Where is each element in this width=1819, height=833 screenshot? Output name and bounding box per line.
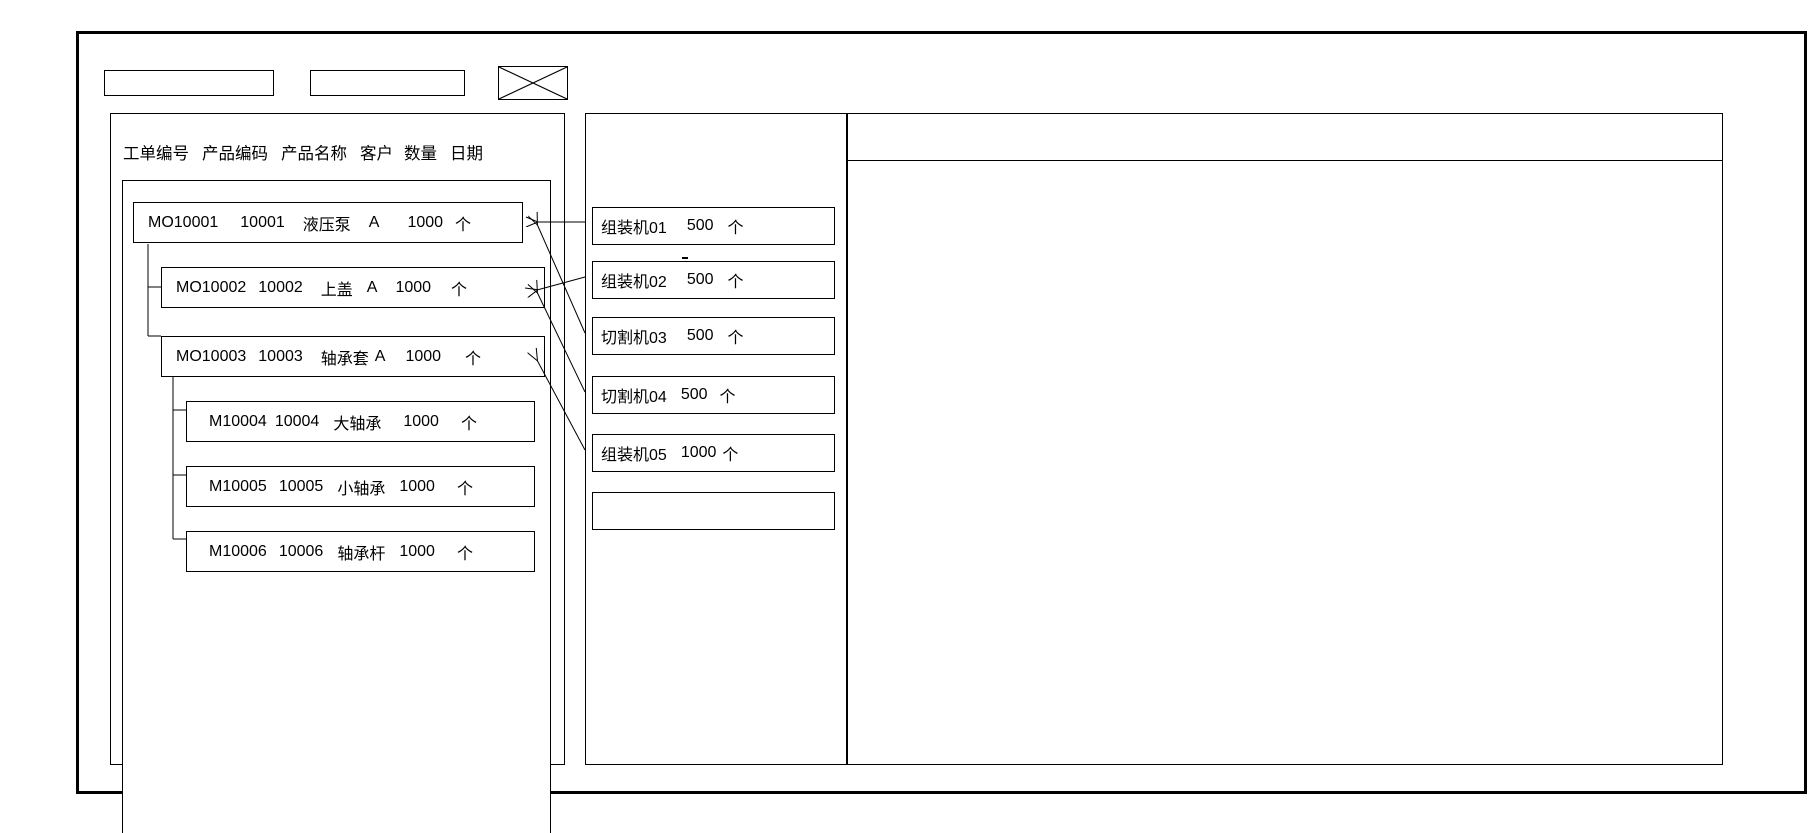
row-unit: 个	[455, 216, 472, 234]
list-item[interactable]: 组装机02 500 个	[592, 261, 835, 299]
work-order-column-headers: 工单编号 产品编码 产品名称 客户 数量 日期	[111, 140, 564, 164]
row-qty: 1000	[407, 213, 444, 231]
machine-qty: 500	[686, 271, 714, 288]
machine-qty: 500	[680, 386, 708, 403]
list-item[interactable]: 切割机04 500 个	[592, 376, 835, 414]
list-item[interactable]	[592, 492, 835, 530]
row-unit: 个	[465, 350, 482, 368]
row-order-no: MO10002	[176, 278, 247, 296]
column-header-date: 日期	[450, 145, 483, 163]
row-product-name: 液压泵	[302, 216, 351, 234]
row-order-no: MO10003	[176, 347, 247, 365]
detail-panel-body[interactable]	[848, 162, 1722, 765]
row-qty: 1000	[405, 347, 442, 365]
list-item[interactable]: 组装机01 500 个	[592, 207, 835, 245]
machine-unit: 个	[727, 274, 744, 291]
toolbar-field-1[interactable]	[104, 70, 274, 96]
detail-panel	[847, 113, 1723, 765]
machine-name: 切割机03	[601, 330, 667, 347]
machine-name: 组装机02	[601, 274, 667, 291]
machine-name: 组装机05	[601, 447, 667, 464]
x-cross-icon	[499, 67, 567, 99]
row-product-code: 10006	[278, 542, 324, 560]
detail-panel-header	[848, 114, 1722, 161]
machine-unit: 个	[719, 389, 736, 406]
panel-marker-dot	[682, 257, 688, 259]
row-product-name: 轴承套	[320, 350, 369, 368]
machine-qty: 1000	[680, 444, 717, 461]
column-header-customer: 客户	[360, 145, 393, 163]
table-row[interactable]: MO10002 10002 上盖 A 1000 个	[161, 267, 545, 308]
machine-qty: 500	[686, 217, 714, 234]
row-unit: 个	[451, 281, 468, 299]
row-qty: 1000	[399, 542, 435, 560]
row-unit: 个	[456, 480, 473, 498]
machine-unit: 个	[727, 330, 744, 347]
work-order-panel: 工单编号 产品编码 产品名称 客户 数量 日期 MO10001	[110, 113, 565, 833]
row-product-name: 上盖	[320, 281, 353, 299]
row-product-name: 大轴承	[333, 415, 382, 433]
row-order-no: M10005	[209, 477, 267, 495]
table-row[interactable]: MO10003 10003 轴承套 A 1000 个	[161, 336, 545, 377]
list-item[interactable]: 组装机05 1000 个	[592, 434, 835, 472]
column-header-qty: 数量	[404, 145, 437, 163]
row-product-code: 10001	[240, 213, 285, 231]
row-customer: A	[368, 213, 380, 231]
row-order-no: MO10001	[148, 213, 219, 231]
table-row[interactable]: M10004 10004 大轴承 1000 个	[186, 401, 535, 442]
toolbar-field-2[interactable]	[310, 70, 465, 96]
row-unit: 个	[460, 415, 477, 433]
column-header-product-code: 产品编码	[202, 145, 268, 163]
machine-name: 切割机04	[601, 389, 667, 406]
table-row[interactable]: M10005 10005 小轴承 1000 个	[186, 466, 535, 507]
table-row[interactable]: MO10001 10001 液压泵 A 1000 个	[133, 202, 523, 243]
machine-name: 组装机01	[601, 220, 667, 237]
image-placeholder-x-icon[interactable]	[498, 66, 568, 100]
list-item[interactable]: 切割机03 500 个	[592, 317, 835, 355]
row-product-code: 10004	[274, 412, 320, 430]
toolbar	[104, 66, 568, 100]
machine-schedule-panel: 组装机01 500 个 组装机02 500 个 切割机03 500 个 切割机0…	[585, 113, 847, 765]
machine-qty: 500	[686, 327, 714, 344]
row-product-code: 10005	[278, 477, 324, 495]
machine-unit: 个	[722, 447, 739, 464]
row-qty: 1000	[403, 412, 439, 430]
row-product-code: 10002	[258, 278, 303, 296]
machine-unit: 个	[727, 220, 744, 237]
row-order-no: M10006	[209, 542, 267, 560]
column-header-product-name: 产品名称	[281, 145, 347, 163]
row-customer: A	[366, 278, 378, 296]
row-product-name: 小轴承	[337, 480, 386, 498]
row-product-code: 10003	[258, 347, 303, 365]
table-row[interactable]: M10006 10006 轴承杆 1000 个	[186, 531, 535, 572]
row-qty: 1000	[399, 477, 435, 495]
row-product-name: 轴承杆	[337, 545, 386, 563]
column-header-order-no: 工单编号	[123, 145, 189, 163]
row-order-no: M10004	[209, 412, 267, 430]
row-unit: 个	[456, 545, 473, 563]
row-qty: 1000	[395, 278, 432, 296]
row-customer: A	[374, 347, 386, 365]
